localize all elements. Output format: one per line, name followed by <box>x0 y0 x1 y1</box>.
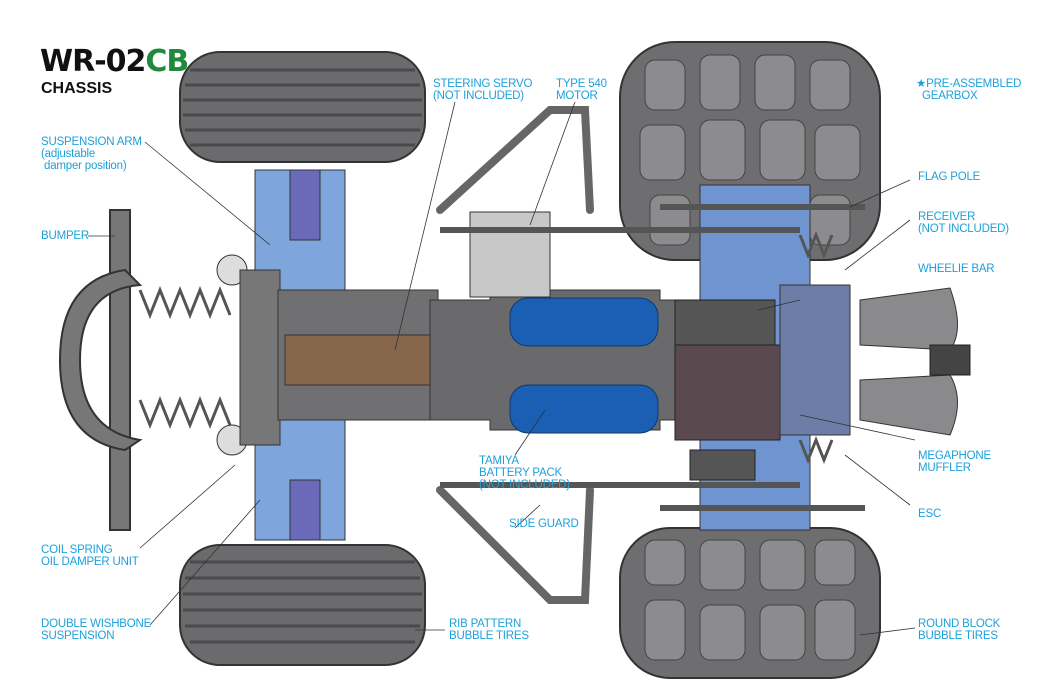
rib-tire-top <box>179 51 426 163</box>
label-wheelie-bar: WHEELIE BAR <box>918 263 995 275</box>
label-gearbox: ★PRE-ASSEMBLED GEARBOX <box>916 78 1022 102</box>
label-double-wishbone: DOUBLE WISHBONE SUSPENSION <box>41 618 152 642</box>
rib-tire-bottom <box>179 544 426 666</box>
esc <box>674 344 781 441</box>
leader-lines <box>88 101 916 636</box>
receiver <box>674 299 776 346</box>
label-battery: TAMIYA BATTERY PACK (NOT INCLUDED) <box>479 455 570 491</box>
label-flag-pole: FLAG POLE <box>918 171 981 183</box>
label-receiver: RECEIVER (NOT INCLUDED) <box>918 211 1009 235</box>
label-round-block-tires: ROUND BLOCK BUBBLE TIRES <box>918 618 1001 642</box>
battery-pack-bottom <box>509 384 659 434</box>
label-esc: ESC <box>918 508 942 520</box>
label-rib-tires: RIB PATTERN BUBBLE TIRES <box>449 618 529 642</box>
coil-springs <box>138 230 834 465</box>
label-muffler: MEGAPHONE MUFFLER <box>918 450 991 474</box>
label-suspension-arm: SUSPENSION ARM (adjustable damper positi… <box>41 136 142 172</box>
subtitle: CHASSIS <box>41 80 113 97</box>
label-coil-spring: COIL SPRING OIL DAMPER UNIT <box>41 544 139 568</box>
model-name: WR-02 <box>40 44 146 79</box>
label-side-guard: SIDE GUARD <box>509 518 579 530</box>
logo-title: WR-02CB <box>40 47 189 77</box>
label-bumper: BUMPER <box>41 230 90 242</box>
bumper <box>109 209 131 531</box>
model-suffix: CB <box>145 44 189 79</box>
block-tire-bottom <box>619 527 881 679</box>
side-guards <box>436 106 594 604</box>
label-steering-servo: STEERING SERVO (NOT INCLUDED) <box>433 78 533 102</box>
steering-servo <box>284 334 431 386</box>
label-motor: TYPE 540 MOTOR <box>556 78 607 102</box>
motor <box>469 211 551 298</box>
megaphone-muffler <box>859 287 971 436</box>
battery-pack-top <box>509 297 659 347</box>
